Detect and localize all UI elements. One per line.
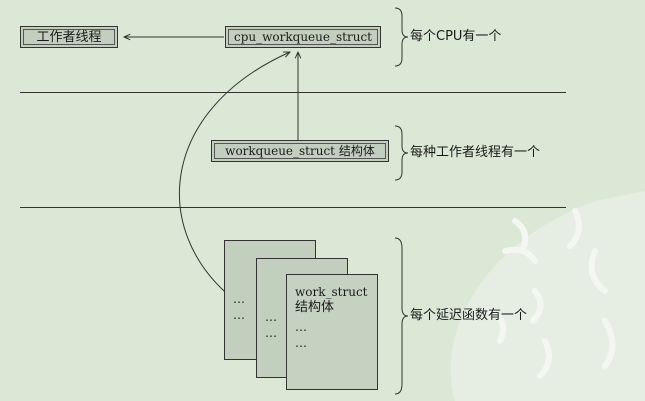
workqueue-struct-box: workqueue_struct 结构体 xyxy=(211,140,389,162)
work-struct-label-line2: 结构体 xyxy=(295,300,335,315)
brace-per-worker-type xyxy=(394,125,409,181)
brace-per-deferred-func xyxy=(394,237,409,395)
cpu-workqueue-struct-box: cpu_workqueue_struct xyxy=(225,26,381,48)
ellipsis-front-1: … xyxy=(295,320,308,334)
brace-per-cpu xyxy=(394,7,409,67)
note-per-cpu: 每个CPU有一个 xyxy=(410,29,502,44)
work-struct-label-line1: work_struct xyxy=(295,285,368,299)
worker-thread-box: 工作者线程 xyxy=(20,26,118,48)
ellipsis-middle-1: … xyxy=(265,310,278,324)
ellipsis-front-2: … xyxy=(295,336,308,350)
ellipsis-back-2: … xyxy=(233,308,246,322)
work-struct-page-front: work_struct 结构体 … … xyxy=(286,274,378,390)
ellipsis-back-1: … xyxy=(233,292,246,306)
workqueue-struct-label: workqueue_struct 结构体 xyxy=(225,144,375,158)
note-per-deferred-func: 每个延迟函数有一个 xyxy=(410,308,528,323)
arrow-work-to-cpu xyxy=(179,52,290,299)
worker-thread-label: 工作者线程 xyxy=(36,29,102,45)
cpu-workqueue-struct-label: cpu_workqueue_struct xyxy=(234,30,372,44)
note-per-worker-type: 每种工作者线程有一个 xyxy=(410,145,541,160)
ellipsis-middle-2: … xyxy=(265,326,278,340)
section-separator-bottom xyxy=(20,207,566,208)
section-separator-top xyxy=(20,92,566,93)
